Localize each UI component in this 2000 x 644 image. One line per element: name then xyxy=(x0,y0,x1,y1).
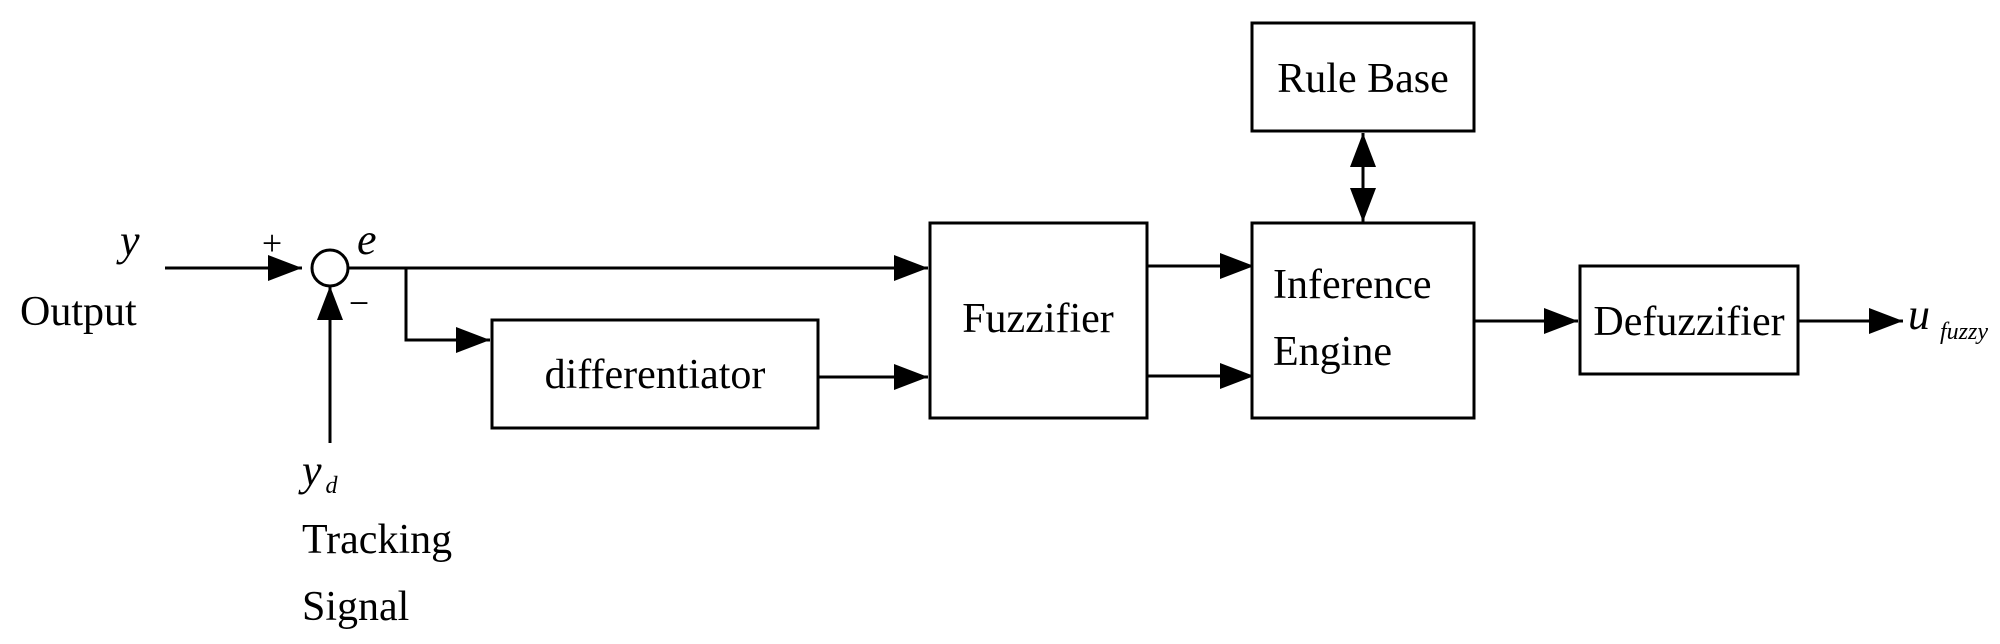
tracking-label-line2: Signal xyxy=(302,584,409,630)
fuzzifier-block xyxy=(928,221,1149,420)
inference-engine-block xyxy=(1250,221,1476,420)
differentiator-label: differentiator xyxy=(545,352,766,398)
output-label: Output xyxy=(20,289,137,335)
defuzzifier-block xyxy=(1578,264,1800,376)
wire-error-to-differentiator xyxy=(404,268,490,353)
minus-sign: − xyxy=(349,283,369,323)
inference-label-line1: Inference xyxy=(1273,262,1432,308)
tracking-label-line1: Tracking xyxy=(302,517,452,563)
summing-junction xyxy=(310,248,350,288)
differentiator-block xyxy=(490,318,820,430)
output-variable: y xyxy=(116,216,140,265)
inference-label-line2: Engine xyxy=(1273,329,1392,375)
error-variable: e xyxy=(357,215,377,264)
fuzzifier-label: Fuzzifier xyxy=(962,296,1114,342)
plus-sign: + xyxy=(262,223,282,263)
rule-base-label: Rule Base xyxy=(1277,56,1448,102)
defuzzifier-label: Defuzzifier xyxy=(1593,299,1784,345)
rule-base-block xyxy=(1250,21,1476,133)
